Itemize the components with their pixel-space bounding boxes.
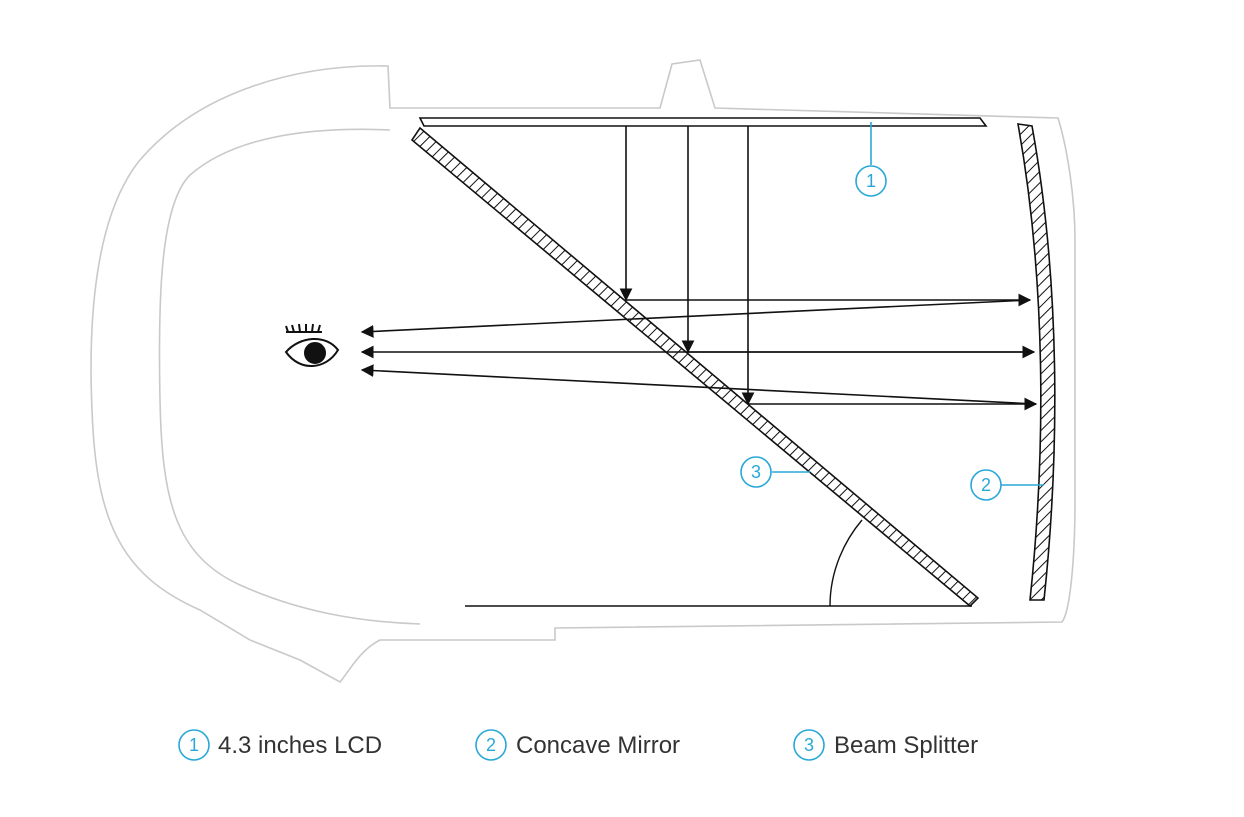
legend-label-lcd: 4.3 inches LCD xyxy=(218,732,382,759)
legend-label-mirror: Concave Mirror xyxy=(516,732,680,759)
headset-outline xyxy=(90,59,1076,684)
legend-number-lcd: 1 xyxy=(189,735,199,755)
callout-splitter-number: 3 xyxy=(751,462,761,482)
legend-number-mirror: 2 xyxy=(486,735,496,755)
concave-mirror xyxy=(1017,123,1056,601)
lcd-panel xyxy=(418,117,988,127)
callout-lcd-number: 1 xyxy=(866,171,876,191)
ray-back-1 xyxy=(360,299,1031,338)
legend-label-splitter: Beam Splitter xyxy=(834,732,978,759)
callout-mirror-number: 2 xyxy=(981,475,991,495)
callout-mirror: 2 xyxy=(970,469,1044,501)
legend: 1 4.3 inches LCD 2 Concave Mirror 3 Beam… xyxy=(178,729,978,761)
legend-item-splitter: 3 Beam Splitter xyxy=(793,729,978,761)
callout-lcd: 1 xyxy=(855,122,887,197)
eye-icon xyxy=(284,323,340,367)
legend-item-lcd: 1 4.3 inches LCD xyxy=(178,729,382,761)
legend-number-splitter: 3 xyxy=(804,735,814,755)
callout-splitter: 3 xyxy=(740,456,810,488)
ray-back-3 xyxy=(360,364,1037,405)
legend-item-mirror: 2 Concave Mirror xyxy=(475,729,680,761)
light-rays xyxy=(360,126,1038,411)
beam-splitter xyxy=(410,126,980,608)
angle-arc xyxy=(829,519,863,607)
